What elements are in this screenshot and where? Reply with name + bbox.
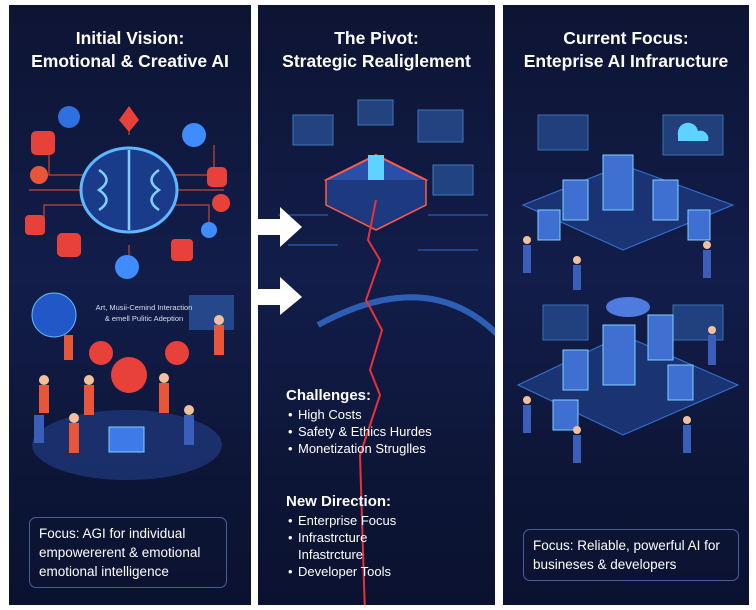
caption-line: Art, Musii-Cemind Interaction (95, 303, 193, 312)
right-arrow-icon (255, 207, 302, 247)
brain-icon (79, 146, 179, 234)
cloud-icon (677, 122, 709, 141)
people-group (32, 315, 224, 480)
direction-item: Developer Tools (288, 563, 396, 580)
focus-line: emotional intelligence (39, 564, 169, 579)
panel-title: Current Focus: Enteprise AI Infraructure (503, 27, 749, 73)
title-line: Enteprise AI Infraructure (523, 51, 729, 71)
focus-line: Focus: Reliable, powerful AI for (533, 538, 720, 553)
focus-line: Focus: AGI for individual (39, 526, 186, 541)
challenge-item: Safety & Ethics Hurdes (288, 423, 432, 440)
direction-list: New Direction: Enterprise Focus Infrastr… (286, 493, 396, 580)
panel-initial-vision: Initial Vision: Emotional & Creative AI (9, 5, 251, 605)
panel-current-focus: Current Focus: Enteprise AI Infraructure (503, 5, 749, 605)
server-cluster (516, 154, 740, 436)
title-line: The Pivot: (334, 28, 419, 48)
creative-ai-illustration (25, 106, 234, 480)
title-line: Emotional & Creative AI (31, 51, 229, 71)
right-arrow-icon (255, 277, 302, 315)
title-line: Initial Vision: (75, 28, 185, 48)
arrow-icons (255, 207, 302, 315)
direction-item: Enterprise Focus (288, 512, 396, 529)
focus-box: Focus: AGI for individual empowererent &… (29, 517, 227, 588)
challenge-item: High Costs (288, 406, 432, 423)
caption: Art, Musii-Cemind Interaction & emell Pu… (69, 302, 219, 324)
focus-line: busineses & developers (533, 557, 677, 572)
caption-line: & emell Pulitic Adeption (104, 314, 184, 323)
challenge-item: Monetization Struglles (288, 440, 432, 457)
infrastructure-illustration (516, 114, 740, 463)
title-line: Strategic Realiglement (282, 51, 471, 71)
focus-line: empowererent & emotional (39, 545, 201, 560)
emotion-icons (25, 106, 230, 279)
panel-title: Initial Vision: Emotional & Creative AI (9, 27, 251, 73)
title-line: Current Focus: (563, 28, 689, 48)
panel-title: The Pivot: Strategic Realiglement (258, 27, 495, 73)
panel-pivot: The Pivot: Strategic Realiglement Challe… (258, 5, 495, 605)
direction-item: Infrastrcture Infastrcture (288, 529, 396, 563)
challenges-heading: Challenges: (286, 387, 372, 404)
challenges-list: Challenges: High Costs Safety & Ethics H… (286, 387, 432, 457)
focus-box: Focus: Reliable, powerful AI for busines… (523, 529, 739, 581)
pivot-illustration (278, 99, 495, 605)
direction-heading: New Direction: (286, 493, 392, 510)
